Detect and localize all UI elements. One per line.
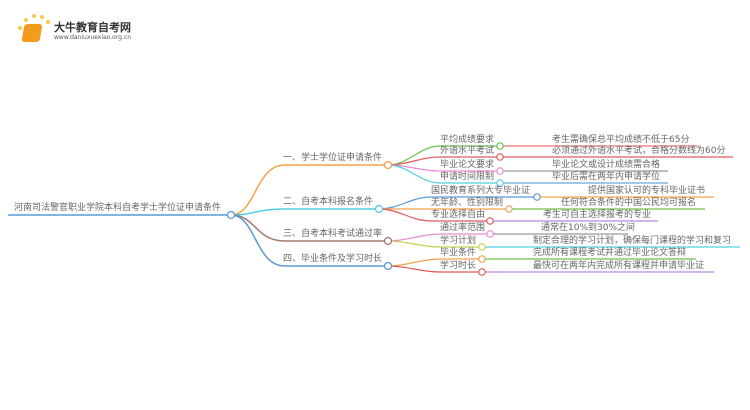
root-node-label[interactable]: 河南司法警官职业学院本科自考学士学位证申请条件 xyxy=(14,203,222,213)
branch-node-label[interactable]: 一、学士学位证申请条件 xyxy=(283,153,383,163)
leaf-node-label[interactable]: 毕业论文要求 xyxy=(440,160,495,170)
leaf-connector xyxy=(387,164,500,184)
leaf-value-text[interactable]: 制定合理的学习计划，确保每门课程的学习和复习 xyxy=(533,236,732,246)
logo-url: www.daniuxuexiao.org.cn xyxy=(54,34,131,41)
leaf-node-label[interactable]: 国民教育系列大专毕业证 xyxy=(431,186,531,196)
leaf-node-circle xyxy=(478,255,486,263)
leaf-value-text[interactable]: 完成所有课程考试并通过毕业论文答辩 xyxy=(533,248,687,258)
leaf-node-label[interactable]: 申请时间限制 xyxy=(440,172,495,182)
leaf-node-circle xyxy=(496,167,504,175)
book-logo-icon xyxy=(18,14,50,42)
leaf-node-label[interactable]: 无年龄、性别限制 xyxy=(431,198,504,208)
leaf-connector xyxy=(387,265,482,273)
branch-node-circle xyxy=(383,160,393,170)
leaf-value-text[interactable]: 考生可自主选择报考的专业 xyxy=(543,210,652,220)
leaf-connector xyxy=(387,240,482,248)
leaf-node-circle xyxy=(478,268,486,276)
leaf-value-text[interactable]: 必须通过外语水平考试，合格分数线为60分 xyxy=(552,146,726,156)
branch-connector xyxy=(230,214,388,242)
leaf-node-circle xyxy=(533,193,541,201)
leaf-node-circle xyxy=(496,153,504,161)
branch-node-label[interactable]: 四、毕业条件及学习时长 xyxy=(283,254,383,264)
leaf-value-text[interactable]: 考生需确保总平均成绩不低于65分 xyxy=(552,135,690,145)
branch-connector xyxy=(230,214,388,267)
leaf-connector xyxy=(378,208,490,222)
leaf-node-label[interactable]: 外语水平考试 xyxy=(440,146,495,156)
branch-node-circle xyxy=(383,236,393,246)
leaf-node-circle xyxy=(486,230,494,238)
leaf-value-text[interactable]: 毕业论文或设计成绩需合格 xyxy=(552,160,661,170)
leaf-node-label[interactable]: 学习时长 xyxy=(440,261,477,271)
logo-title: 大牛教育自考网 xyxy=(54,21,131,34)
leaf-value-text[interactable]: 提供国家认可的专科毕业证书 xyxy=(588,186,706,196)
branch-connector xyxy=(230,164,388,216)
leaf-value-text[interactable]: 最快可在两年内完成所有课程并申请毕业证 xyxy=(533,261,705,271)
leaf-value-text[interactable]: 毕业后需在两年内申请学位 xyxy=(552,172,661,182)
branch-connector xyxy=(230,208,379,216)
branch-node-label[interactable]: 二、自考本科报名条件 xyxy=(283,197,374,207)
leaf-node-label[interactable]: 专业选择自由 xyxy=(431,210,486,220)
leaf-node-circle xyxy=(486,217,494,225)
leaf-node-label[interactable]: 平均成绩要求 xyxy=(440,135,495,145)
branch-node-label[interactable]: 三、自考本科考试通过率 xyxy=(283,229,383,239)
leaf-node-circle xyxy=(496,142,504,150)
leaf-node-label[interactable]: 学习计划 xyxy=(440,236,477,246)
root-node-circle xyxy=(226,210,236,220)
leaf-node-label[interactable]: 毕业条件 xyxy=(440,248,477,258)
leaf-node-circle xyxy=(478,243,486,251)
leaf-value-text[interactable]: 通常在10%到30%之间 xyxy=(541,223,636,233)
branch-node-circle xyxy=(383,261,393,271)
branch-node-circle xyxy=(374,204,384,214)
leaf-node-label[interactable]: 通过率范围 xyxy=(440,223,486,233)
leaf-node-circle xyxy=(496,179,504,187)
leaf-value-text[interactable]: 任何符合条件的中国公民均可报名 xyxy=(561,198,697,208)
leaf-node-circle xyxy=(505,205,513,213)
